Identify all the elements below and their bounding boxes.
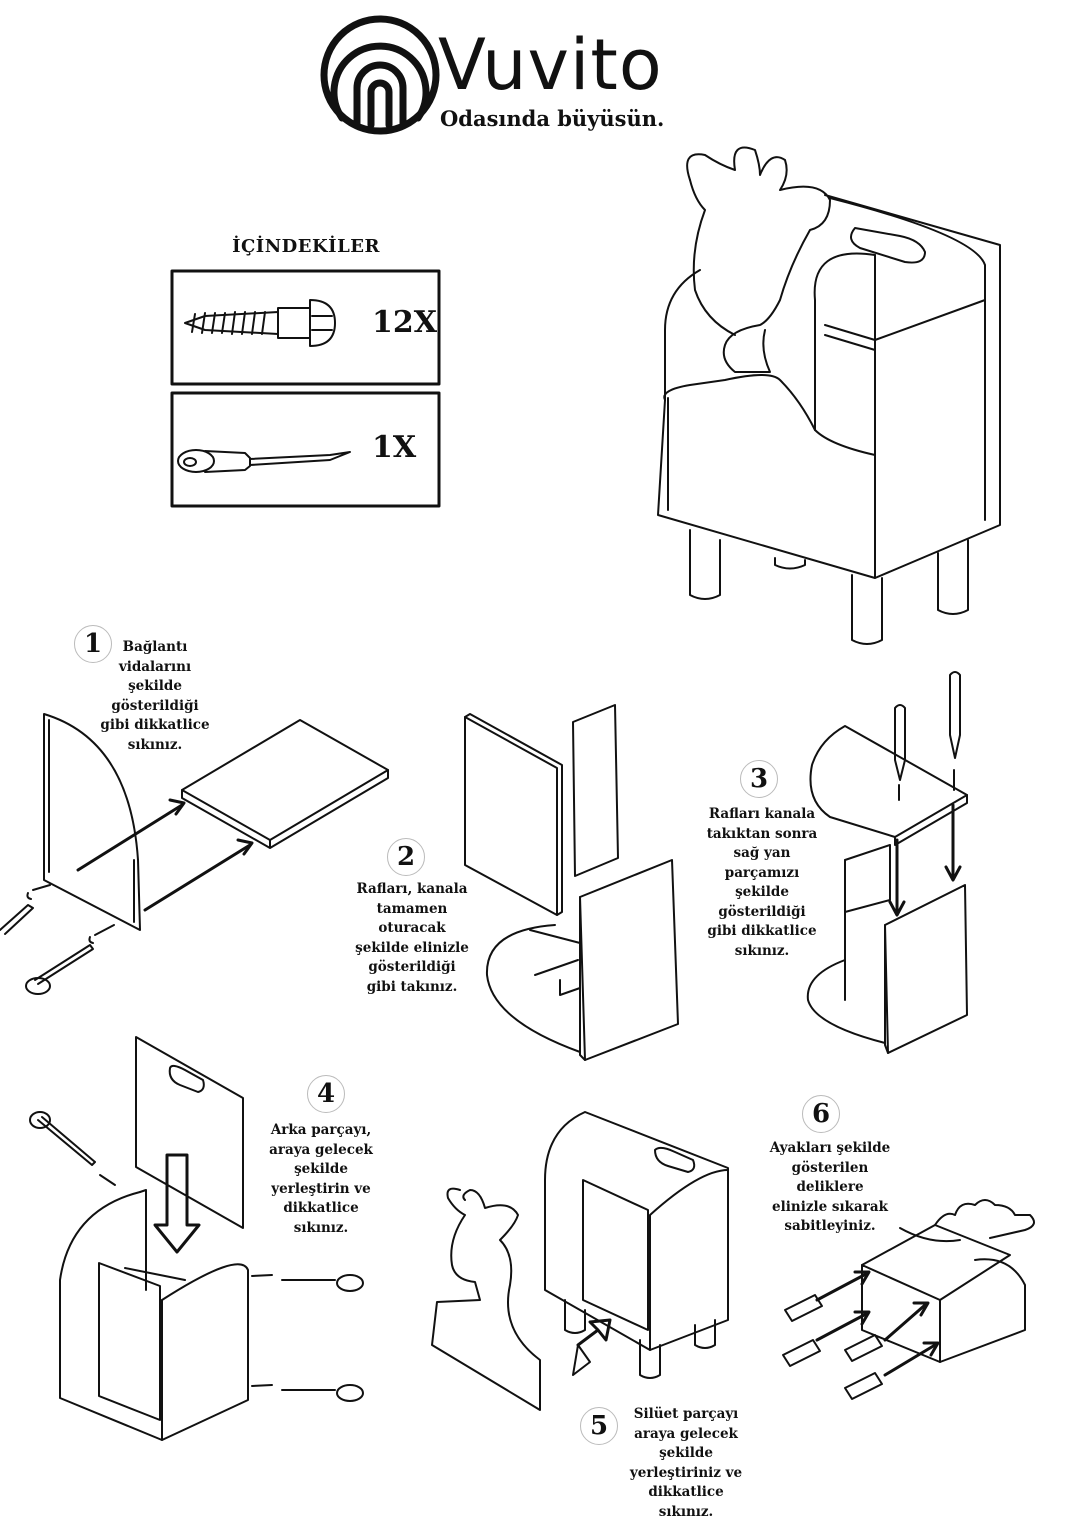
step-1-text: Bağlantı vidalarını şekilde gösterildiği… [100,639,210,753]
step-3-text: Rafları kanala takıktan sonra sağ yan pa… [706,806,818,959]
screwdriver-icon [177,449,351,473]
step-4-text: Arka parçayı, araya gelecek şekilde yerl… [269,1122,373,1236]
screw-quantity: 12X [372,305,438,340]
step-3-illustration [806,671,968,1054]
finished-bookshelf-illustration [657,146,1001,645]
step-4-illustration [29,1036,364,1441]
step-5-illustration [431,1111,729,1411]
screw-icon [184,299,336,347]
contents-box-screws [170,269,441,386]
step-2-text: Rafları, kanala tamamen oturacak şekilde… [355,881,469,995]
step-4-number: 4 [307,1075,345,1113]
step-3-number: 3 [740,760,778,798]
contents-box-screwdriver [170,391,441,508]
step-6-number: 6 [802,1095,840,1133]
step-6-text: Ayakları şekilde gösterilen deliklere el… [769,1140,891,1234]
step-5-number: 5 [580,1407,618,1445]
step-1-illustration [0,713,389,995]
brand-logo-icon [320,15,440,135]
contents-title: İÇİNDEKİLER [232,236,380,257]
step-1-number: 1 [74,625,112,663]
step-2-number: 2 [387,838,425,876]
step-2-illustration [464,704,679,1061]
brand-tagline: Odasında büyüsün. [440,106,665,131]
step-5-text: Silüet parçayı araya gelecek şekilde yer… [629,1406,743,1520]
screwdriver-quantity: 1X [372,430,417,465]
step-6-illustration [782,1199,1035,1400]
brand-name: Vuvito [438,24,663,106]
